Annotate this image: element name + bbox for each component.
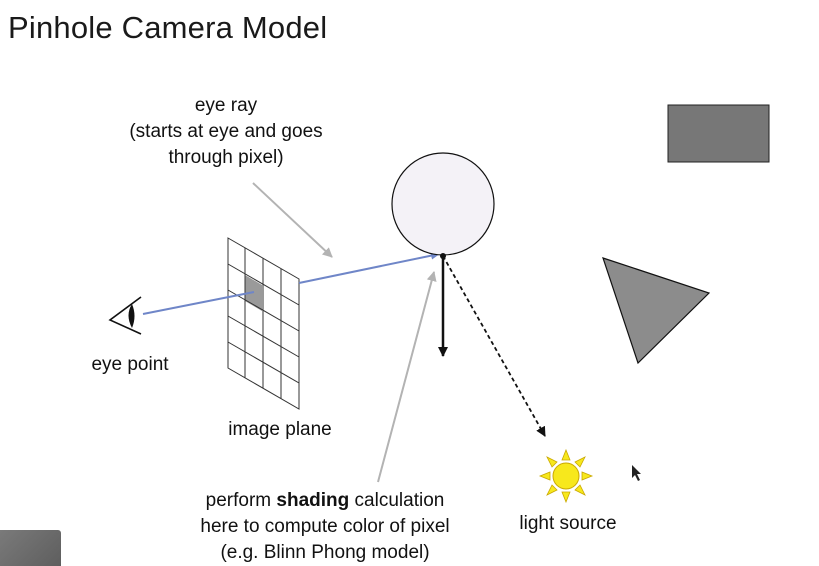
eye-ray-label-line-2: (starts at eye and goes (129, 121, 323, 142)
shading-pointer-arrow (377, 271, 437, 483)
shading-label-pre: perform (205, 490, 277, 511)
light-source-label: light source (519, 513, 617, 534)
image-plane-label: image plane (228, 419, 332, 440)
image-plane-grid (227, 237, 300, 410)
presenter-thumbnail (0, 530, 61, 566)
slide-title: Pinhole Camera Model (8, 10, 328, 45)
eye-ray-line-segment-1 (142, 291, 255, 315)
shading-label-post: calculation (349, 490, 445, 511)
sphere (391, 152, 495, 256)
mouse-cursor-icon (632, 465, 641, 481)
eye-ray-label-line-3: through pixel) (168, 147, 284, 168)
eye-ray-label: eye ray (starts at eye and goes through … (98, 93, 354, 171)
eye-icon (108, 296, 142, 335)
shading-label-line-1: perform shading calculation (170, 488, 480, 514)
triangle-object (602, 257, 711, 365)
eye-ray-line-segment-2 (298, 251, 440, 284)
eye-point-label: eye point (91, 354, 169, 375)
sun-icon (538, 448, 594, 504)
shading-label-line-2: here to compute color of pixel (200, 516, 450, 537)
rectangle-object (667, 104, 770, 163)
shading-label: perform shading calculation here to comp… (170, 488, 480, 566)
shading-label-bold: shading (276, 490, 350, 511)
eye-ray-label-line-1: eye ray (194, 95, 258, 116)
shading-label-line-3: (e.g. Blinn Phong model) (220, 542, 430, 563)
shadow-ray-arrow (442, 255, 546, 437)
eye-ray-pointer-arrow (252, 182, 333, 258)
